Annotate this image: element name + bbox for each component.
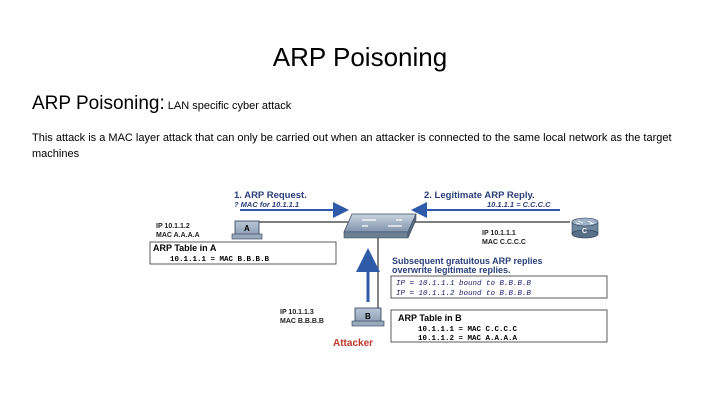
arp-diagram-svg: 1. ARP Request. ? MAC for 10.1.1.1 2. Le…	[149, 190, 608, 349]
gratuitous-row-1: IP = 10.1.1.1 bound to B.B.B.B	[396, 280, 532, 288]
arp-table-a-row: 10.1.1.1 = MAC B.B.B.B	[170, 256, 270, 264]
router-icon	[571, 217, 599, 239]
host-a-computer-icon	[231, 220, 263, 240]
arp-table-b-title: ARP Table in B	[398, 313, 462, 323]
router-letter: C	[582, 228, 587, 235]
host-a-letter: A	[244, 224, 250, 233]
host-b-computer-icon	[351, 307, 385, 327]
subtitle-line: ARP Poisoning: LAN specific cyber attack	[32, 93, 291, 115]
arp-table-a	[149, 241, 337, 265]
router-ip: IP 10.1.1.1	[482, 230, 516, 237]
host-b-mac: MAC B.B.B.B	[280, 318, 324, 325]
host-a-mac: MAC A.A.A.A	[156, 232, 200, 239]
arp-table-a-title: ARP Table in A	[153, 243, 217, 253]
router-mac: MAC C.C.C.C	[482, 239, 526, 246]
gratuitous-title-line1: Subsequent gratuitous ARP replies	[392, 256, 543, 266]
switch-icon	[343, 213, 417, 239]
slide-title: ARP Poisoning	[272, 42, 448, 72]
subtitle-desc: LAN specific cyber attack	[164, 100, 292, 112]
step1-title: 1. ARP Request.	[234, 190, 307, 201]
arp-diagram: 1. ARP Request. ? MAC for 10.1.1.1 2. Le…	[140, 180, 615, 352]
host-b-ip: IP 10.1.1.3	[280, 309, 314, 316]
attacker-caption: Attacker	[333, 338, 373, 349]
host-b-letter: B	[365, 312, 371, 321]
arp-table-b-row-1: 10.1.1.1 = MAC C.C.C.C	[418, 326, 518, 334]
step2-sub: 10.1.1.1 = C.C.C.C	[487, 200, 551, 209]
subtitle-main: ARP Poisoning:	[32, 93, 165, 114]
gratuitous-title-line2: overwrite legitimate replies.	[392, 265, 511, 275]
gratuitous-box	[390, 275, 608, 299]
arp-table-b	[390, 309, 608, 343]
body-text: This attack is a MAC layer attack that c…	[32, 132, 672, 160]
step2-title: 2. Legitimate ARP Reply.	[424, 190, 535, 201]
host-a-ip: IP 10.1.1.2	[156, 223, 190, 230]
step1-sub: ? MAC for 10.1.1.1	[234, 200, 299, 209]
arp-table-b-row-2: 10.1.1.2 = MAC A.A.A.A	[418, 335, 518, 343]
gratuitous-row-2: IP = 10.1.1.2 bound to B.B.B.B	[396, 290, 532, 298]
